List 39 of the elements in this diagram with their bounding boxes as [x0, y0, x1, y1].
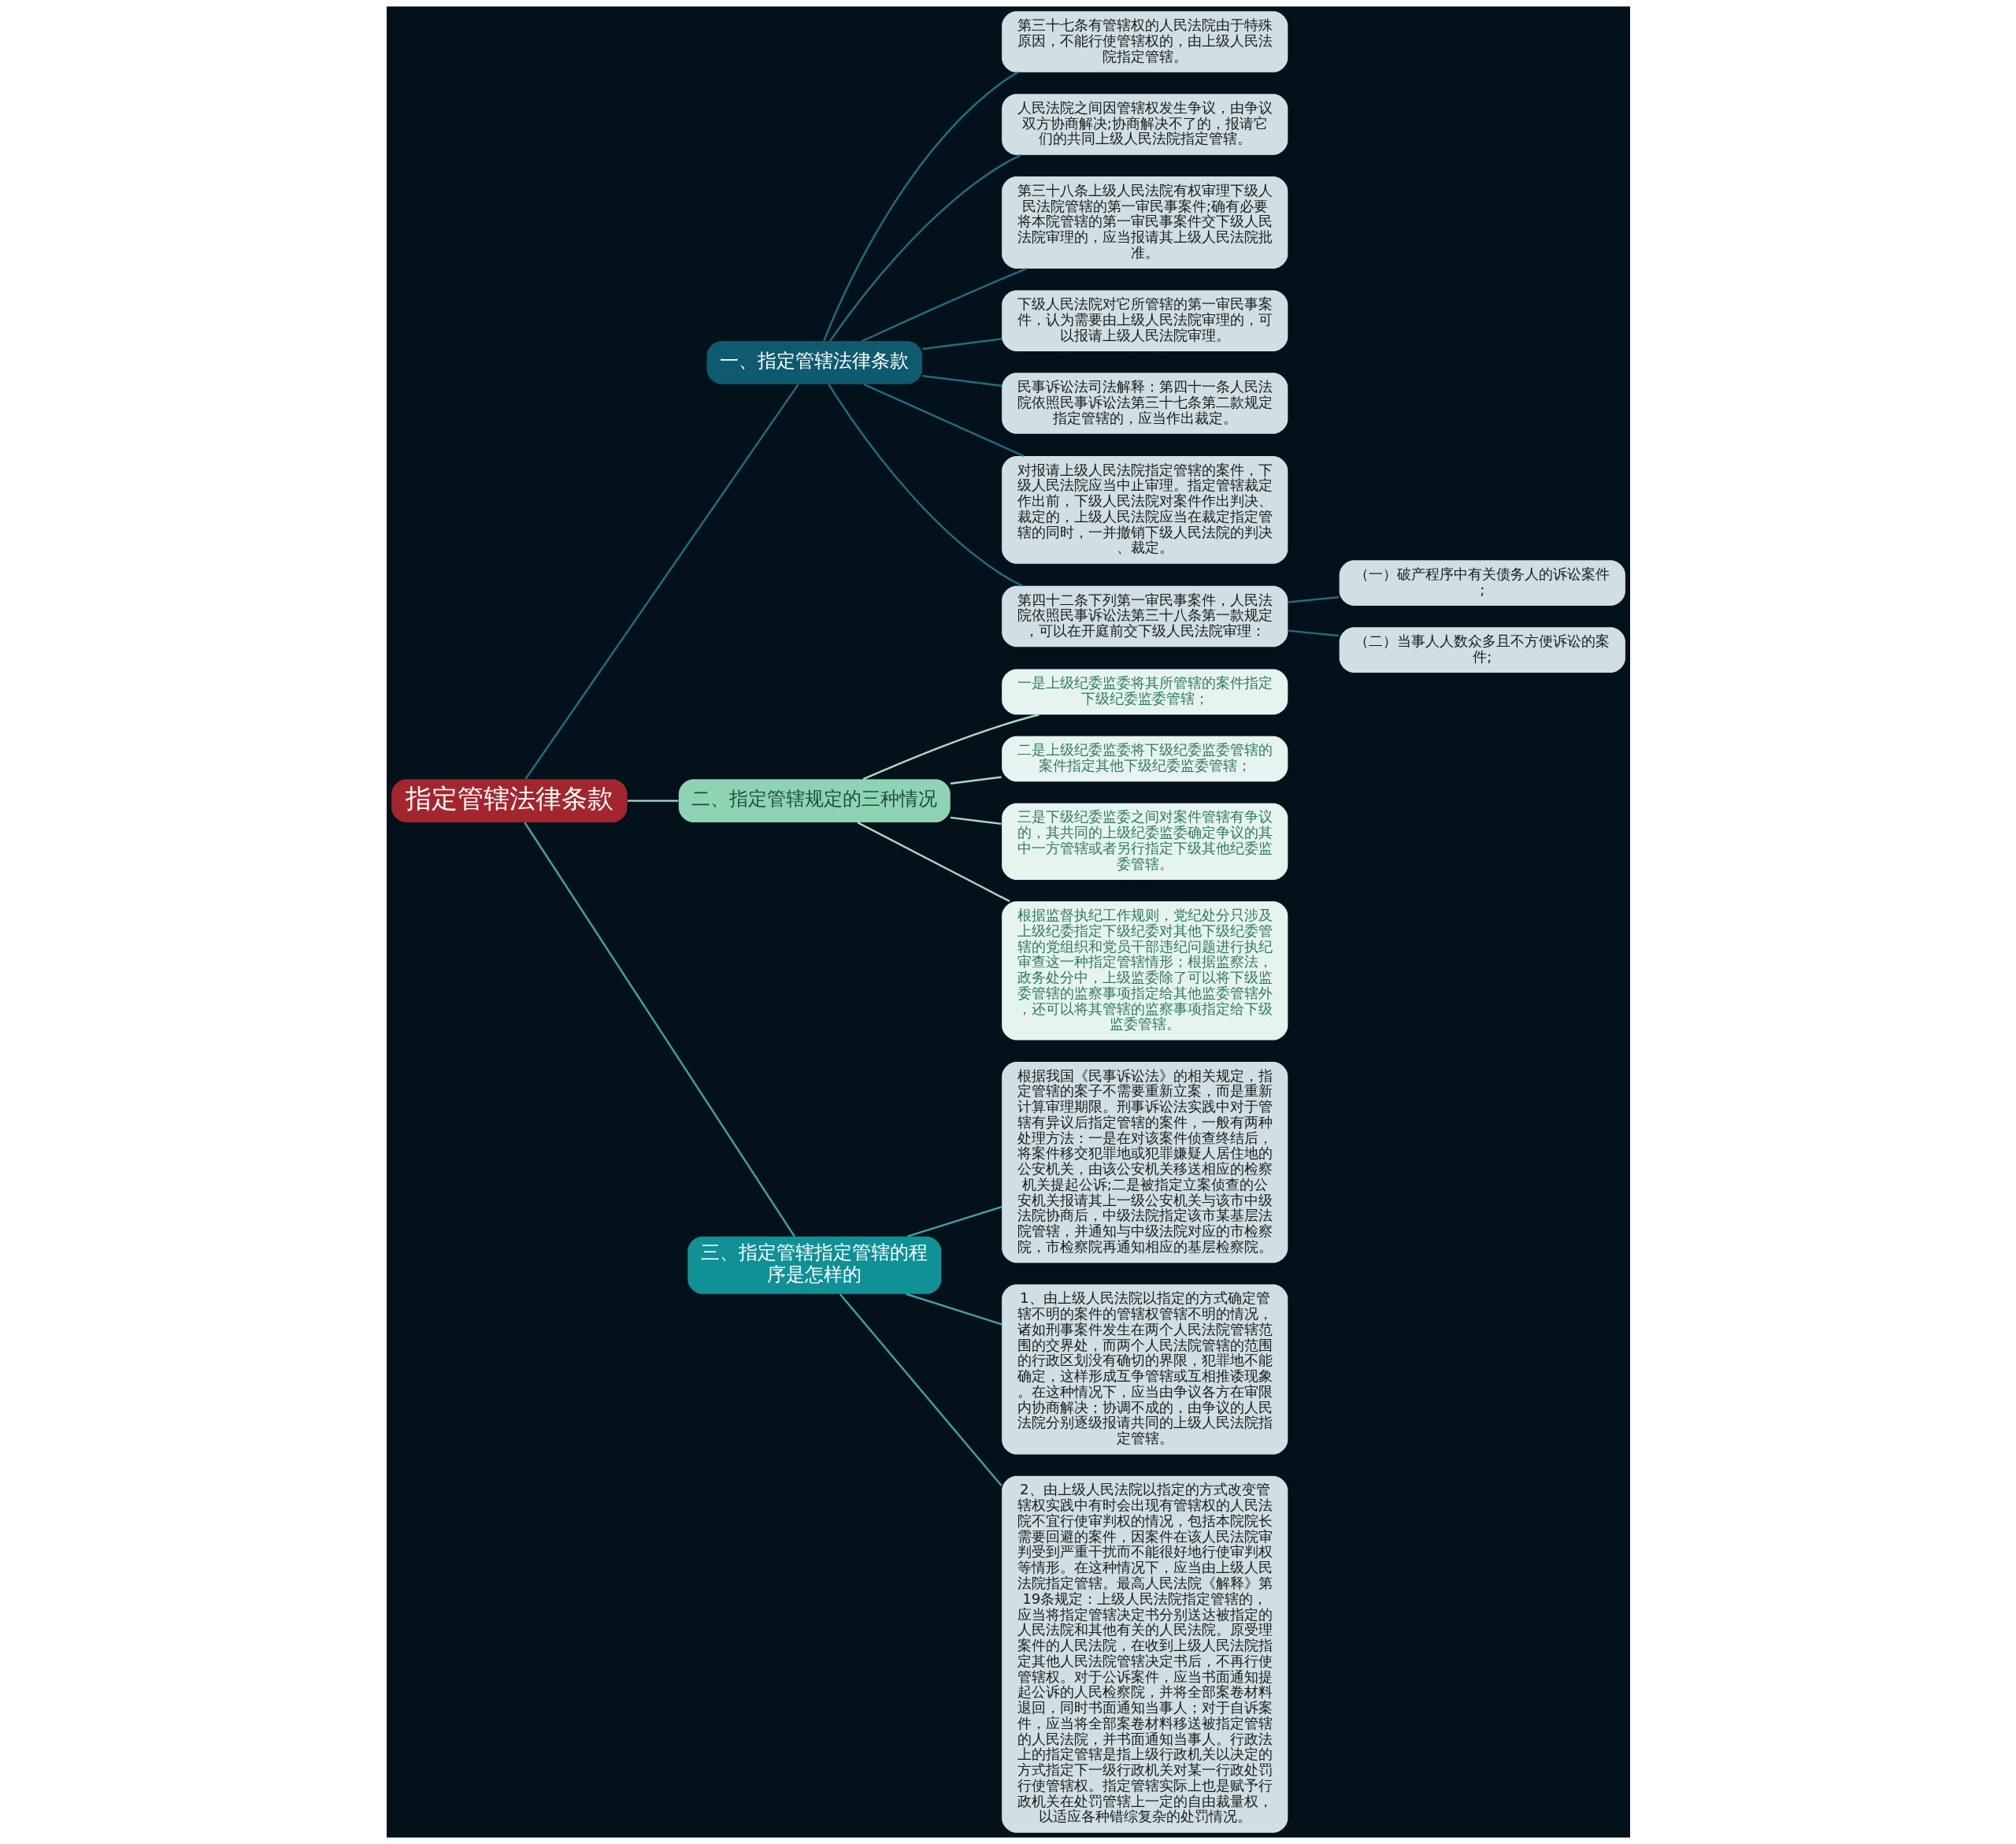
connector — [905, 1293, 1002, 1326]
node-box: （二）当事人人数众多且不方便诉讼的案件; — [1339, 627, 1625, 673]
node-box: 二、指定管辖规定的三种情况 — [678, 779, 951, 822]
connector — [862, 714, 1040, 781]
node-box: 一是上级纪委监委将其所管辖的案件指定下级纪委监委管辖； — [1001, 669, 1288, 715]
node-box: 第三十八条上级人民法院有权审理下级人民法院管辖的第一审民事案件;确有必要将本院管辖的第一审民事案件交下级人民法院审理的，应当报请其上级人民法院批准。 — [1001, 176, 1288, 269]
connector — [827, 384, 1023, 587]
connector — [906, 1206, 1002, 1237]
connector — [627, 800, 678, 802]
connector — [950, 776, 1002, 785]
connector — [950, 816, 1002, 826]
node-box: 民事诉讼法司法解释：第四十一条人民法院依照民事诉讼法第三十七条第二款规定指定管辖的，应当作出裁定。 — [1001, 373, 1288, 434]
node-box: 人民法院之间因管辖权发生争议，由争议双方协商解决;协商解决不了的，报请它们的共同上级人民法院指定管辖。 — [1001, 94, 1288, 155]
node-box: 1、由上级人民法院以指定的方式确定管辖不明的案件的管辖权管辖不明的情况，诸如刑事案件发生在两个人民法院管辖范围的交界处，而两个人民法院管辖的范围的行政区划没有确切的界限，犯罪地不能确定，这样形成互争管辖或互相推诿现象。在这种情况下，应当由争议各方在审限内协商解决；协调不成的，由争议的人民法院分别逐级报请共同的上级人民法院指定管辖。 — [1001, 1284, 1288, 1455]
node-box: （一）破产程序中有关债务人的诉讼案件; — [1339, 560, 1625, 606]
connector — [828, 154, 1021, 342]
node-box: 对报请上级人民法院指定管辖的案件，下级人民法院应当中止审理。指定管辖裁定作出前，下级人民法院对案件作出判决、裁定的，上级人民法院应当在裁定指定管辖的同时，一并撤销下级人民法院的判决、裁定。 — [1001, 455, 1288, 564]
connector — [1288, 629, 1339, 637]
connector — [921, 338, 1002, 351]
node-box: 二是上级纪委监委将下级纪委监委管辖的案件指定其他下级纪委监委管辖； — [1001, 736, 1288, 782]
connector — [822, 71, 1018, 342]
node-box: 一、指定管辖法律条款 — [706, 341, 922, 384]
node-box: 指定管辖法律条款 — [391, 779, 627, 822]
connector — [861, 268, 1027, 343]
connector — [1288, 595, 1339, 603]
node-box: 根据监督执纪工作规则，党纪处分只涉及上级纪委指定下级纪委对其他下级纪委管辖的党组织和党员干部违纪问题进行执纪审查这一种指定管辖情形；根据监察法，政务处分中，上级监委除了可以将下级监委管辖的监察事项指定给其他监委管辖外，还可以将其管辖的监察事项指定给下级监委管辖。 — [1001, 901, 1288, 1041]
connector — [921, 375, 1002, 387]
node-box: 根据我国《民事诉讼法》的相关规定，指定管辖的案子不需要重新立案，而是重新计算审理期限。刑事诉讼法实践中对于管辖有异议后指定管辖的案件，一般有两种处理方法：一是在对该案件侦查终结后，将案件移交犯罪地或犯罪嫌疑人居住地的公安机关，由该公安机关移送相应的检察机关提起公诉;二是被指定立案侦查的公安机关报请其上一级公安机关与该市中级法院协商后，中级法院指定该市某基层法院管辖，并通知与中级法院对应的市检察院，市检察院再通知相应的基层检察院。 — [1001, 1061, 1288, 1263]
node-box: 三、指定管辖指定管辖的程序是怎样的 — [687, 1236, 941, 1294]
node-box: 第三十七条有管辖权的人民法院由于特殊原因，不能行使管辖权的，由上级人民法院指定管辖。 — [1001, 11, 1288, 72]
connector — [524, 384, 799, 780]
connector — [862, 383, 1024, 457]
node-box: 第四十二条下列第一审民事案件，人民法院依照民事诉讼法第三十八条第一款规定，可以在开庭前交下级人民法院审理： — [1001, 585, 1288, 647]
node-box: 下级人民法院对它所管辖的第一审民事案件，认为需要由上级人民法院审理的，可以报请上级人民法院审理。 — [1001, 290, 1288, 351]
connector — [856, 822, 1010, 903]
node-box: 2、由上级人民法院以指定的方式改变管辖权实践中有时会出现有管辖权的人民法院不宜行使审判权的情况，包括本院院长需要回避的案件，因案件在该人民法院审判受到严重干扰而不能很好地行使审判权等情形。在这种情况下，应当由上级人民法院指定管辖。最高人民法院《解释》第19条规定：上级人民法院指定管辖的，应当将指定管辖决定书分别送达被指定的人民法院和其他有关的人民法院。原受理案件的人民法院，在收到上级人民法院指定其他人民法院管辖决定书后，不再行使管辖权。对于公诉案件，应当书面通知提起公诉的人民检察院，并将全部案卷材料退回，同时书面通知当事人；对于自诉案件，应当将全部案卷材料移送被指定管辖的人民法院，并书面通知当事人。行政法上的指定管辖是指上级行政机关以决定的方式指定下一级行政机关对某一行政处罚行使管辖权。指定管辖实际上也是赋予行政机关在处罚管辖上一定的自由裁量权，以适应各种错综复杂的处罚情况。 — [1001, 1475, 1288, 1833]
connector — [523, 822, 795, 1237]
connector — [839, 1293, 1002, 1486]
node-box: 三是下级纪委监委之间对案件管辖有争议的，其共同的上级纪委监委确定争议的其中一方管辖或者另行指定下级其他纪委监委管辖。 — [1001, 803, 1288, 880]
